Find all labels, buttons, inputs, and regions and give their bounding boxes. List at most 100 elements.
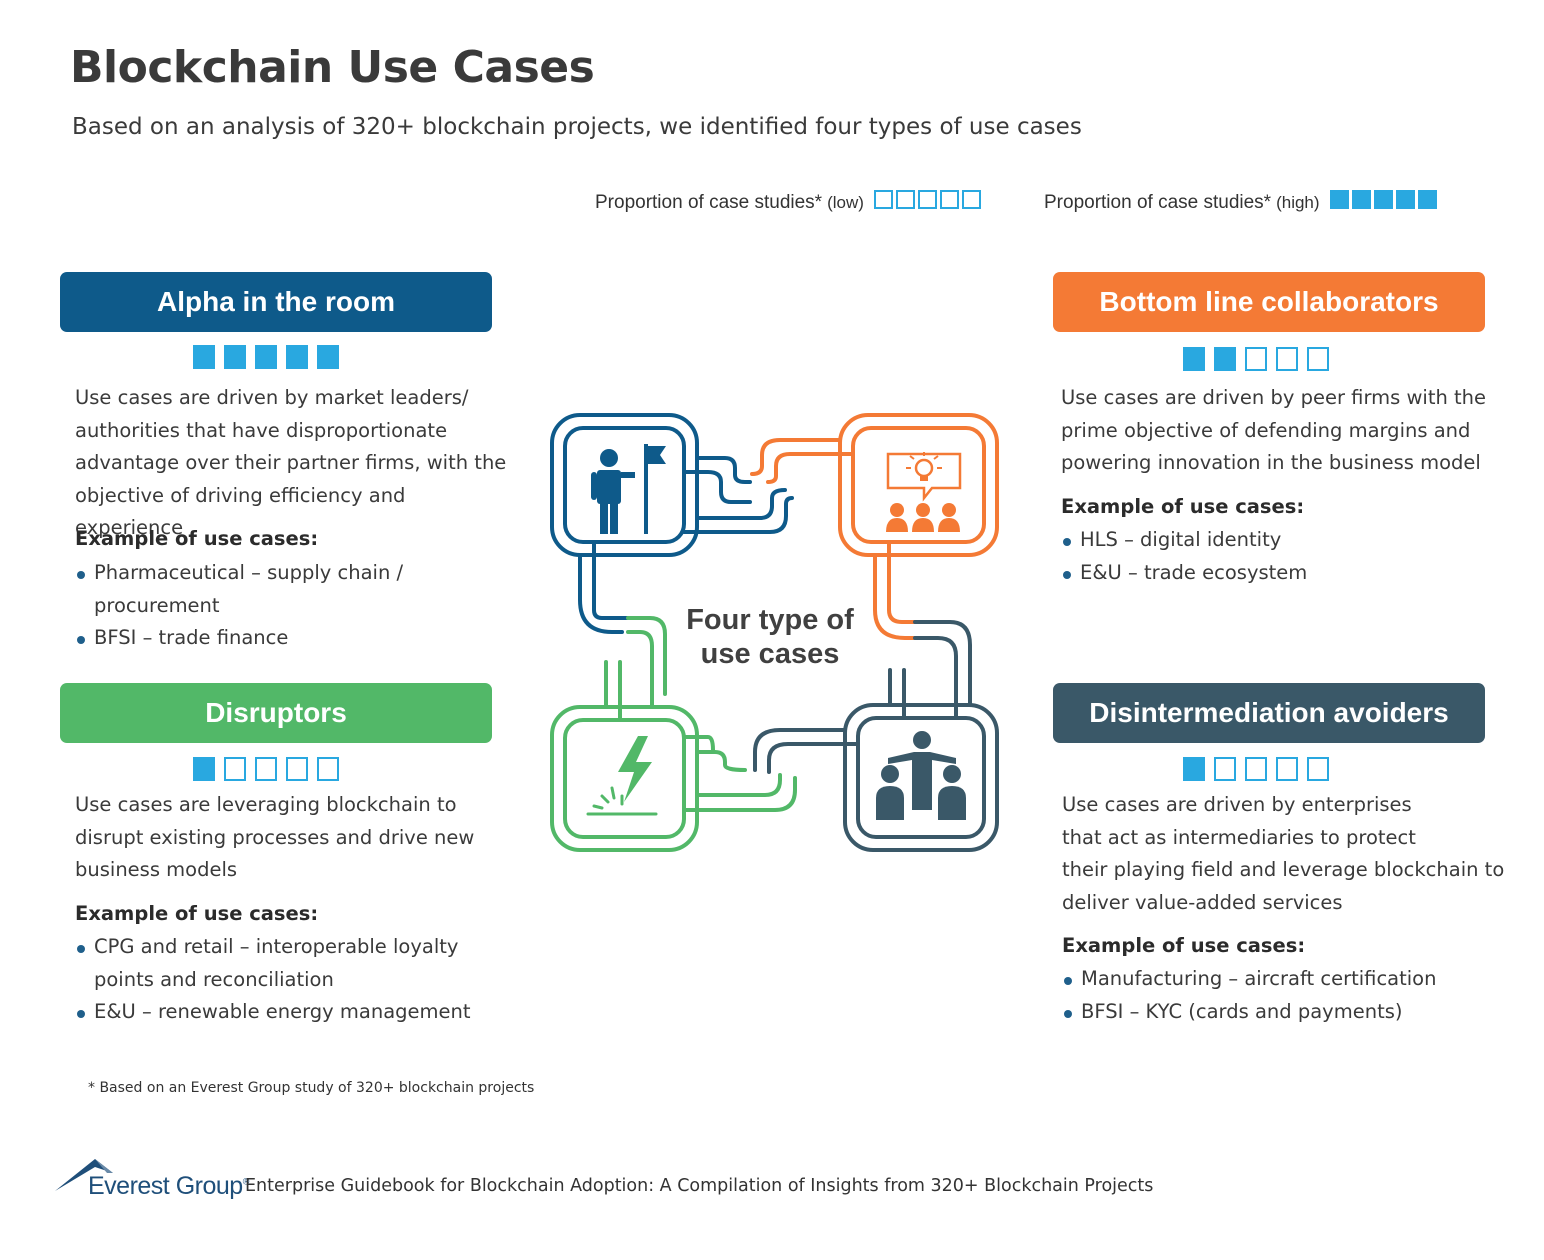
rating-square-filled <box>1183 757 1205 781</box>
rating-square-empty <box>961 190 981 209</box>
rating-square-filled <box>1417 190 1437 209</box>
logo-text: Everest Group <box>88 1172 243 1200</box>
list-item: Manufacturing – aircraft certification <box>1062 963 1482 996</box>
legend-low-label: Proportion of case studies* <box>595 191 823 213</box>
rating-square-empty <box>1245 347 1267 371</box>
lightning-bolt-icon <box>586 736 658 816</box>
bottom-line-description-line: Use cases are driven by peer firms with … <box>1061 386 1487 409</box>
disruptors-description-line: disrupt existing processes and drive new <box>75 825 475 849</box>
disintermediation-header: Disintermediation avoiders <box>1053 683 1485 743</box>
alpha-quadrant-outline <box>550 413 794 634</box>
rating-square-filled <box>1183 347 1205 371</box>
center-label-line: Four type of <box>686 604 854 636</box>
rating-square-filled <box>193 345 215 369</box>
footnote: * Based on an Everest Group study of 320… <box>88 1080 535 1096</box>
list-item: E&U – trade ecosystem <box>1061 557 1481 590</box>
rating-square-empty <box>1276 347 1298 371</box>
rating-square-filled <box>1329 190 1349 209</box>
rating-square-empty <box>873 190 893 209</box>
bottom-line-examples-list: HLS – digital identity E&U – trade ecosy… <box>1061 524 1481 589</box>
rating-square-filled <box>1373 190 1393 209</box>
alpha-description: Use cases are driven by market leaders/ … <box>75 382 515 545</box>
bottom-line-description: Use cases are driven by peer firms with … <box>1061 382 1511 480</box>
list-item: BFSI – trade finance <box>75 622 495 655</box>
disruptors-examples-heading: Example of use cases: <box>75 902 319 925</box>
disruptors-rating <box>193 757 348 785</box>
disruptors-description-line: Use cases are leveraging blockchain to <box>75 793 457 816</box>
alpha-description-line: objective of driving efficiency and expe… <box>75 483 406 540</box>
legend-low-qualifier: (low) <box>827 192 864 212</box>
four-types-diagram <box>550 413 999 852</box>
legend-high: Proportion of case studies* (high) <box>1044 190 1440 215</box>
page-subtitle: Based on an analysis of 320+ blockchain … <box>72 114 1082 140</box>
alpha-description-line: authorities that have disproportionate <box>75 418 448 442</box>
rating-square-filled <box>193 757 215 781</box>
disintermediation-rating <box>1183 757 1338 785</box>
person-with-flag-icon <box>591 444 666 534</box>
everest-mountain-logo <box>55 1159 113 1191</box>
disintermediation-description-line: Use cases are driven by enterprises <box>1062 793 1412 816</box>
rating-square-filled <box>255 345 277 369</box>
legend-low-squares <box>873 190 984 215</box>
rating-square-filled <box>286 345 308 369</box>
legend-high-qualifier: (high) <box>1276 192 1320 212</box>
disintermediation-description-line: deliver value-added services <box>1062 890 1343 914</box>
legend-high-squares <box>1329 190 1440 215</box>
rating-square-empty <box>224 757 246 781</box>
alpha-rating <box>193 345 348 373</box>
rating-square-filled <box>317 345 339 369</box>
alpha-examples-list: Pharmaceutical – supply chain /procureme… <box>75 557 495 655</box>
legend-high-label: Proportion of case studies* <box>1044 191 1272 213</box>
logo-wordmark: Everest Group® <box>88 1172 249 1201</box>
disruptors-description: Use cases are leveraging blockchain to d… <box>75 789 515 887</box>
disruptors-description-line: business models <box>75 858 238 881</box>
bottom-line-description-line: prime objective of defending margins and <box>1061 418 1471 442</box>
list-item: BFSI – KYC (cards and payments) <box>1062 996 1482 1029</box>
rating-square-empty <box>1245 757 1267 781</box>
rating-square-empty <box>1307 347 1329 371</box>
footer-source: Enterprise Guidebook for Blockchain Adop… <box>245 1176 1154 1196</box>
rating-square-filled <box>224 345 246 369</box>
rating-square-empty <box>317 757 339 781</box>
rating-square-empty <box>917 190 937 209</box>
rating-square-empty <box>1307 757 1329 781</box>
registered-mark: ® <box>242 1176 250 1187</box>
list-item: Pharmaceutical – supply chain /procureme… <box>75 557 495 622</box>
bottom-line-description-line: powering innovation in the business mode… <box>1061 451 1481 474</box>
rating-square-filled <box>1351 190 1371 209</box>
disruptors-header: Disruptors <box>60 683 492 743</box>
rating-square-empty <box>939 190 959 209</box>
disintermediation-examples-heading: Example of use cases: <box>1062 934 1306 957</box>
team-idea-icon <box>886 452 962 532</box>
alpha-header: Alpha in the room <box>60 272 492 332</box>
rating-square-empty <box>1214 757 1236 781</box>
disintermediation-examples-list: Manufacturing – aircraft certification B… <box>1062 963 1482 1028</box>
rating-square-filled <box>1395 190 1415 209</box>
page-title: Blockchain Use Cases <box>70 42 595 93</box>
alpha-examples-heading: Example of use cases: <box>75 527 319 550</box>
list-item: E&U – renewable energy management <box>75 996 495 1029</box>
center-label-line: use cases <box>700 638 840 670</box>
disruptors-quadrant-outline <box>550 616 797 852</box>
bottom-line-examples-heading: Example of use cases: <box>1061 495 1305 518</box>
rating-square-filled <box>1214 347 1236 371</box>
disintermediation-description-line: that act as intermediaries to protect <box>1062 825 1416 849</box>
rating-square-empty <box>286 757 308 781</box>
disintermediation-quadrant-outline <box>753 620 999 852</box>
bottom-line-rating <box>1183 347 1338 375</box>
rating-square-empty <box>895 190 915 209</box>
disintermediation-description: Use cases are driven by enterprises that… <box>1062 789 1512 919</box>
alpha-description-line: advantage over their partner firms, with… <box>75 451 507 474</box>
list-item: HLS – digital identity <box>1061 524 1481 557</box>
bottom-line-quadrant-outline <box>750 413 999 640</box>
alpha-description-line: Use cases are driven by market leaders/ <box>75 386 469 409</box>
intermediary-people-icon <box>876 731 966 820</box>
rating-square-empty <box>255 757 277 781</box>
legend-low: Proportion of case studies* (low) <box>595 190 984 215</box>
center-label: Four type of use cases <box>670 603 870 671</box>
bottom-line-header: Bottom line collaborators <box>1053 272 1485 332</box>
rating-square-empty <box>1276 757 1298 781</box>
disintermediation-description-line: their playing field and leverage blockch… <box>1062 858 1505 881</box>
